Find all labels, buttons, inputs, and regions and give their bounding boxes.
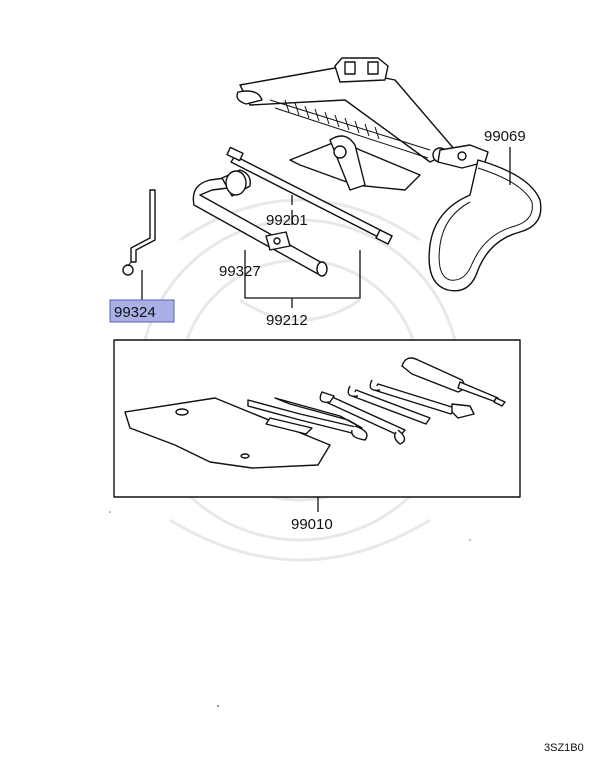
highlight-99324 — [109, 299, 175, 323]
figure-code: 3SZ1B0 — [544, 742, 584, 754]
scissor-jack-icon — [236, 57, 489, 191]
jack-strap-icon — [428, 159, 542, 292]
label-99212: 99212 — [266, 312, 308, 329]
label-99324[interactable]: 99324 — [114, 304, 156, 321]
label-99069: 99069 — [484, 128, 526, 145]
leader-lines — [141, 147, 511, 512]
crank-handle-icon — [122, 189, 156, 276]
label-99010: 99010 — [291, 516, 333, 533]
label-99201: 99201 — [266, 212, 308, 229]
handle-bar-icon — [226, 146, 393, 245]
label-99327: 99327 — [219, 263, 261, 280]
lug-wrench-icon — [192, 169, 328, 277]
tool-kit-box — [113, 339, 521, 498]
